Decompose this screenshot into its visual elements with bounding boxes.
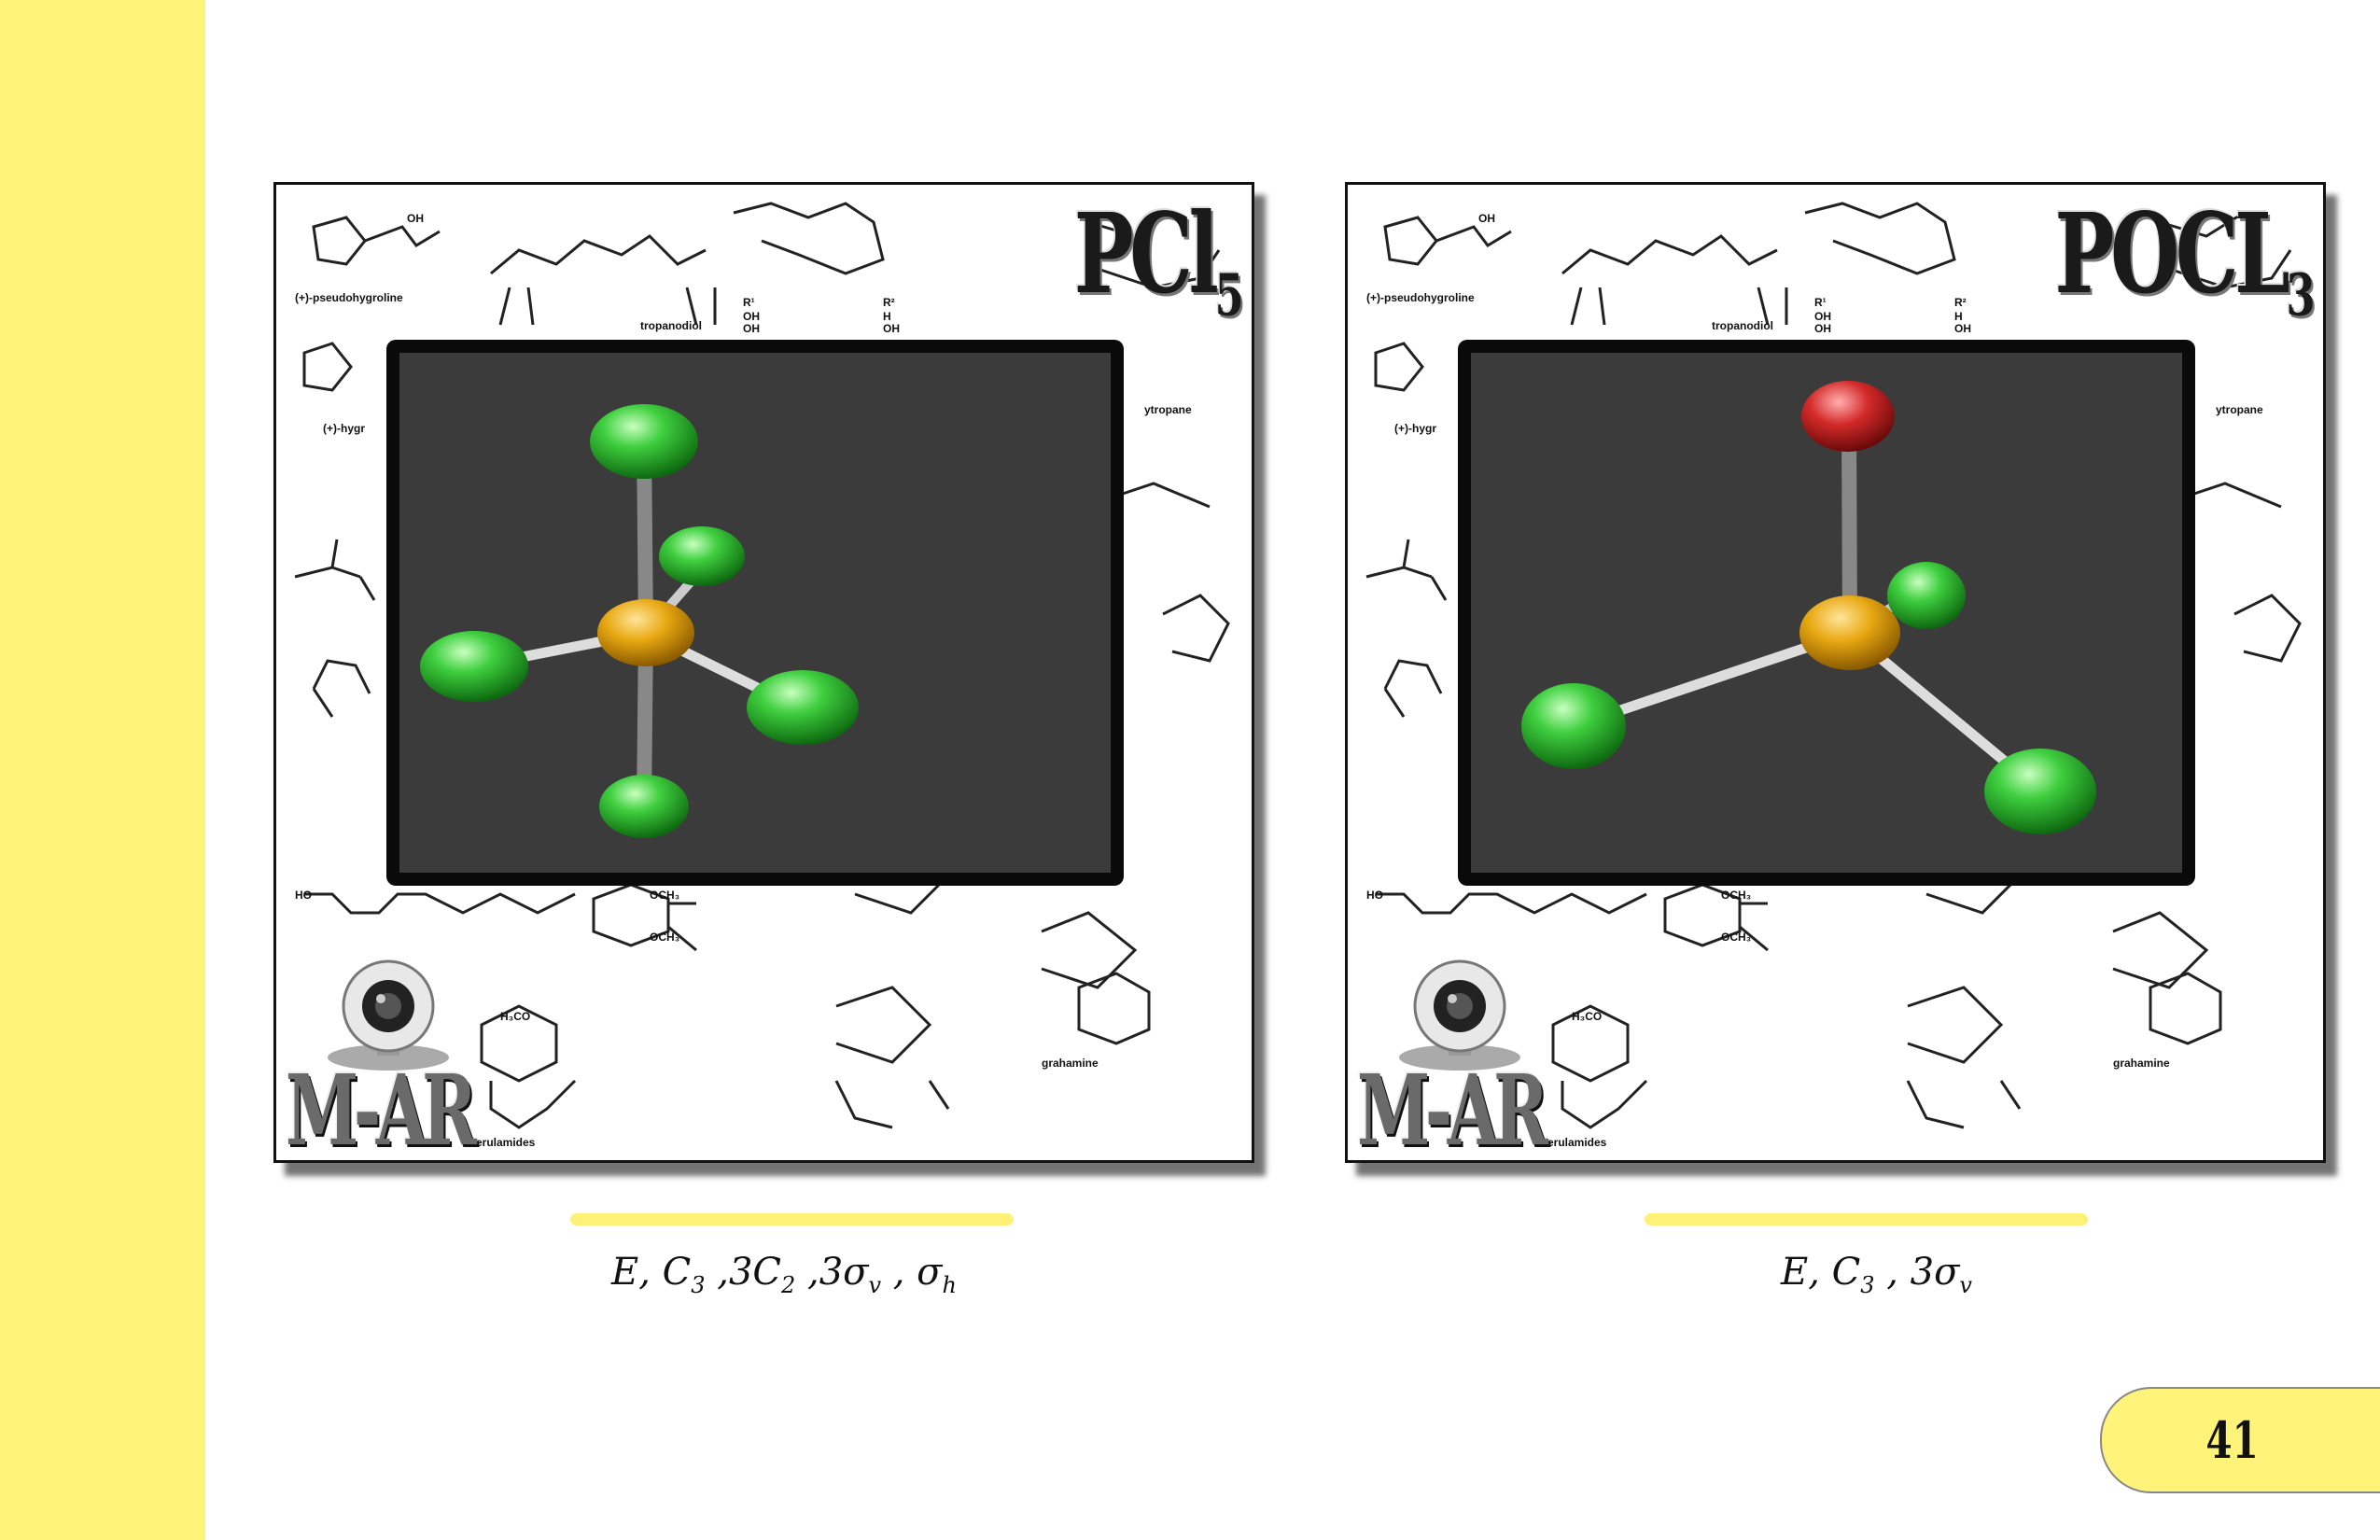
chem-label: R² <box>1954 296 1967 309</box>
chem-label: R¹ <box>1814 296 1827 309</box>
chlorine-atom <box>590 404 698 479</box>
chem-label: (+)-hygr <box>1394 422 1436 435</box>
chlorine-atom <box>420 631 528 702</box>
chem-label: (+)-hygr <box>323 422 365 435</box>
m-ar-watermark: M-AR <box>286 1053 477 1163</box>
oxygen-atom <box>1801 381 1895 452</box>
left-sidebar-band <box>0 0 205 1540</box>
chem-label: grahamine <box>2113 1057 2170 1070</box>
chem-label: H <box>883 310 891 323</box>
chem-label: grahamine <box>1042 1057 1099 1070</box>
chlorine-atom <box>1984 749 2096 834</box>
chem-label: OH <box>743 310 760 323</box>
chem-label: HO <box>1366 889 1383 902</box>
chem-label: OCH₃ <box>1721 889 1751 902</box>
molecule-formula-title: POCL3 <box>2054 189 2316 329</box>
chem-label: R¹ <box>743 296 755 309</box>
chem-label: ytropane <box>1144 403 1192 416</box>
pcl5-symmetry-elements: E, C3 ,3C2 ,3σv , σh <box>611 1251 957 1298</box>
pocl3-card: (+)-pseudohygroline tropanodiol (+)-hygr… <box>1345 182 2326 1163</box>
chem-label: OCH₃ <box>650 889 679 902</box>
chem-label: OH <box>407 212 424 225</box>
chlorine-atom <box>599 775 689 838</box>
chem-label: ferulamides <box>472 1136 536 1149</box>
chem-label: tropanodiol <box>1712 319 1773 332</box>
chem-label: (+)-pseudohygroline <box>1366 291 1475 304</box>
chlorine-atom <box>747 670 859 745</box>
caption-divider <box>570 1213 1014 1225</box>
chlorine-atom <box>659 526 745 586</box>
pcl5-card: (+)-pseudohygroline tropanodiol (+)-hygr… <box>273 182 1254 1163</box>
page-number-tab: 41 <box>2100 1387 2380 1493</box>
chem-label: HO <box>295 889 312 902</box>
chem-label: tropanodiol <box>640 319 702 332</box>
chem-label: OH <box>883 322 900 335</box>
pocl3-molecule-model <box>1521 381 2096 834</box>
molecule-formula-title: PCl5 <box>1074 189 1244 329</box>
chem-label: OH <box>1954 322 1971 335</box>
chem-label: OH <box>1814 310 1831 323</box>
chem-label: OCH₃ <box>1721 931 1751 944</box>
pcl5-molecule-model <box>420 404 859 838</box>
page-number: 41 <box>2205 1410 2260 1470</box>
chem-label: OH <box>1478 212 1495 225</box>
chem-label: OH <box>743 322 760 335</box>
chem-label: ytropane <box>2216 403 2263 416</box>
m-ar-watermark: M-AR <box>1357 1053 1548 1163</box>
phosphorus-atom <box>1799 595 1900 670</box>
chem-label: ferulamides <box>1544 1136 1607 1149</box>
webcam-icon <box>1399 959 1520 1071</box>
caption-divider <box>1645 1213 2088 1225</box>
phosphorus-atom <box>597 599 694 666</box>
chem-label: H <box>1954 310 1963 323</box>
chem-label: H₃CO <box>1572 1010 1602 1023</box>
webcam-icon <box>328 959 449 1071</box>
chlorine-atom <box>1521 683 1626 769</box>
chem-label: (+)-pseudohygroline <box>295 291 403 304</box>
molecule-3d-viewer[interactable] <box>386 340 1124 886</box>
pocl3-symmetry-elements: E, C3 , 3σv <box>1781 1251 1972 1298</box>
chlorine-atom <box>1887 562 1966 629</box>
molecule-3d-viewer[interactable] <box>1458 340 2195 886</box>
chem-label: R² <box>883 296 895 309</box>
chem-label: OCH₃ <box>650 931 679 944</box>
chem-label: OH <box>1814 322 1831 335</box>
chemical-structures-background: (+)-pseudohygroline tropanodiol (+)-hygr… <box>294 202 1230 1149</box>
chem-label: H₃CO <box>500 1010 530 1023</box>
